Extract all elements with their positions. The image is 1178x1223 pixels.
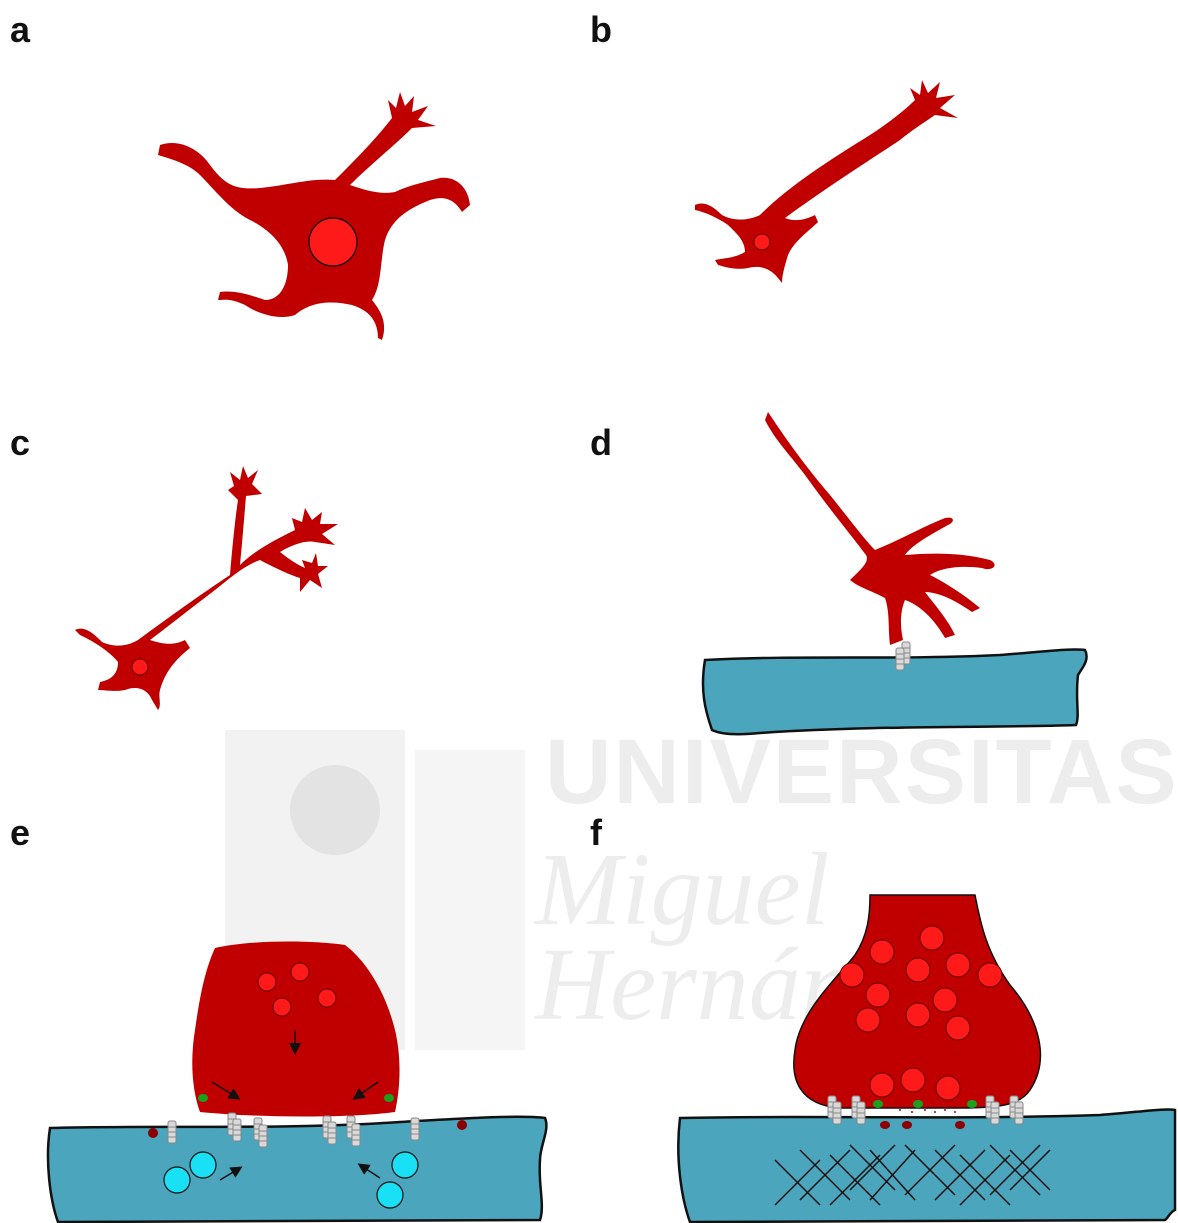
panel-f-nerve-terminal (794, 895, 1041, 1108)
panel-b-nucleus (754, 234, 770, 250)
panel-d-growth-cone (765, 412, 995, 670)
panel-a-nucleus (309, 218, 357, 266)
panel-a-neuron (158, 92, 470, 340)
panel-e-nerve-terminal (192, 942, 399, 1117)
panel-c-nucleus (132, 659, 148, 675)
panel-b-neuron (695, 80, 958, 283)
panel-e-muscle-fiber (48, 1117, 546, 1222)
panel-d-muscle-fiber (703, 649, 1087, 734)
panel-c-neuron (75, 466, 338, 710)
